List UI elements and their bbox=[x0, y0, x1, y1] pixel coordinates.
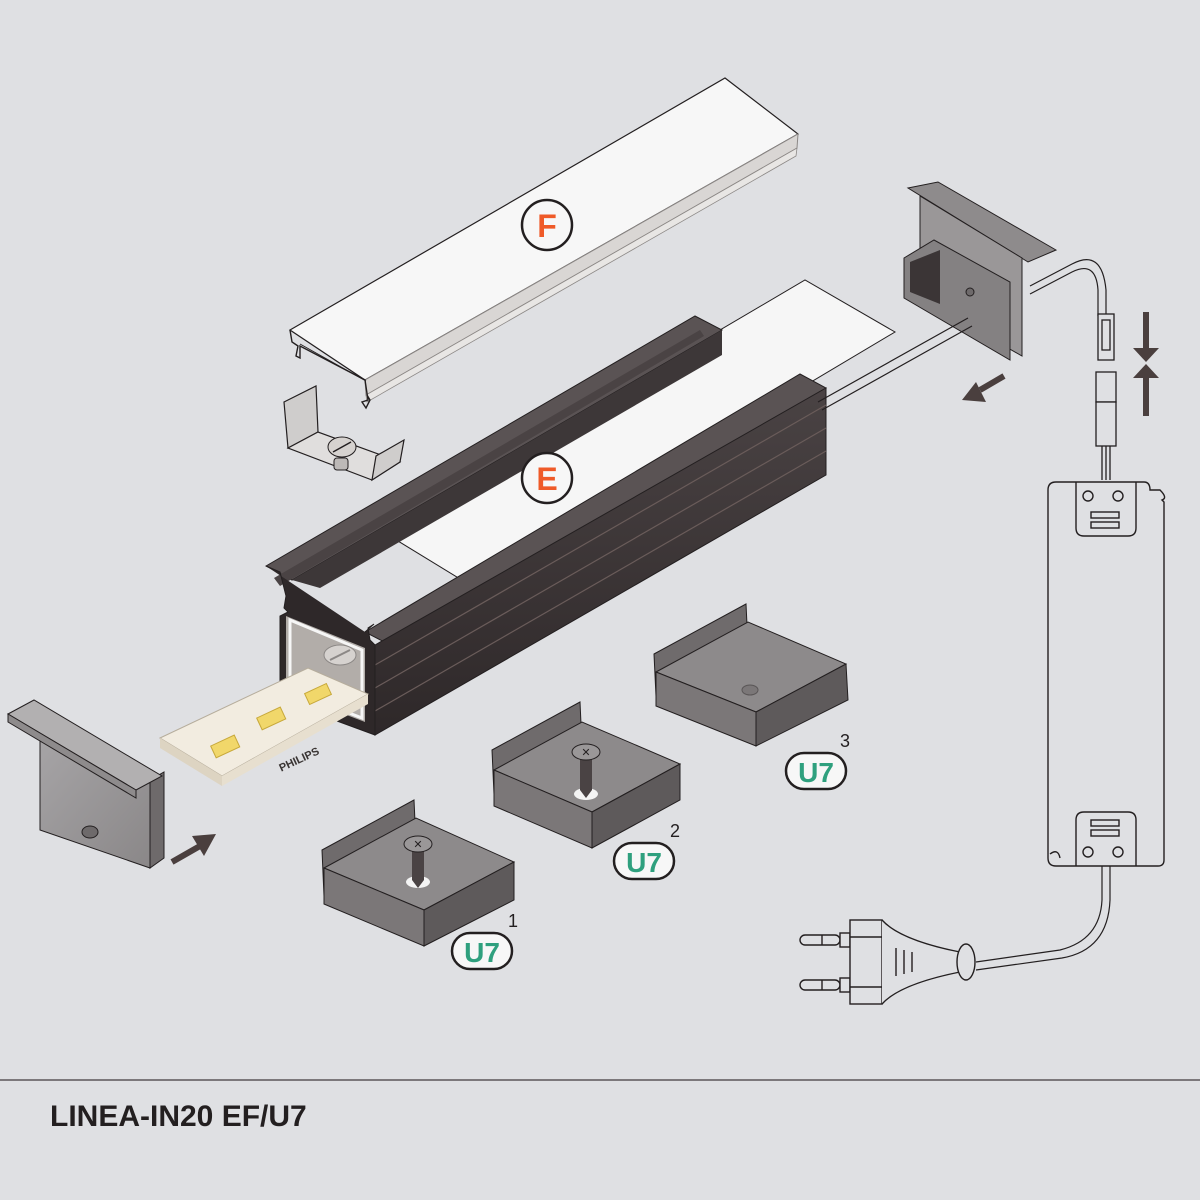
label-u7-2: U7 2 bbox=[612, 821, 680, 881]
end-cap-left-insert-arrow bbox=[170, 834, 216, 865]
mounting-clip-u7-2: ✕ bbox=[491, 701, 682, 849]
mains-plug bbox=[799, 919, 976, 1005]
power-cable bbox=[817, 259, 1107, 411]
svg-text:U7: U7 bbox=[798, 757, 834, 788]
superscript: 2 bbox=[670, 821, 680, 841]
svg-text:E: E bbox=[536, 461, 557, 497]
cable-hole bbox=[81, 825, 99, 839]
aluminum-profile bbox=[264, 279, 896, 736]
mounting-clip-u7-1: ✕ bbox=[321, 799, 516, 947]
led-chip bbox=[303, 682, 333, 706]
label-u7-3: U7 3 bbox=[784, 731, 850, 791]
spring-clip-with-screw bbox=[283, 385, 405, 482]
connector-join-arrows bbox=[1133, 312, 1159, 416]
footer-divider bbox=[0, 1079, 1200, 1081]
label-u7-1: U7 1 bbox=[450, 911, 518, 971]
end-cap-closed bbox=[6, 699, 165, 869]
end-cap-right-insert-arrow bbox=[962, 373, 1006, 402]
led-strip: PHILIPS bbox=[158, 667, 370, 786]
power-supply bbox=[1047, 481, 1166, 867]
svg-text:✕: ✕ bbox=[413, 839, 422, 851]
svg-text:U7: U7 bbox=[464, 937, 500, 968]
connector-plug-pair bbox=[1095, 313, 1117, 480]
led-chip bbox=[210, 734, 241, 759]
svg-text:U7: U7 bbox=[626, 847, 662, 878]
label-e: E bbox=[520, 451, 574, 505]
superscript: 1 bbox=[508, 911, 518, 931]
superscript: 3 bbox=[840, 731, 850, 751]
mounting-clip-u7-3 bbox=[653, 603, 849, 747]
svg-text:✕: ✕ bbox=[581, 747, 590, 759]
mains-cable bbox=[975, 866, 1111, 971]
led-chip bbox=[256, 706, 287, 731]
product-title: LINEA-IN20 EF/U7 bbox=[50, 1100, 307, 1133]
svg-text:F: F bbox=[537, 208, 557, 244]
label-f: F bbox=[520, 198, 574, 252]
end-cap-with-cable-hole bbox=[903, 181, 1058, 361]
